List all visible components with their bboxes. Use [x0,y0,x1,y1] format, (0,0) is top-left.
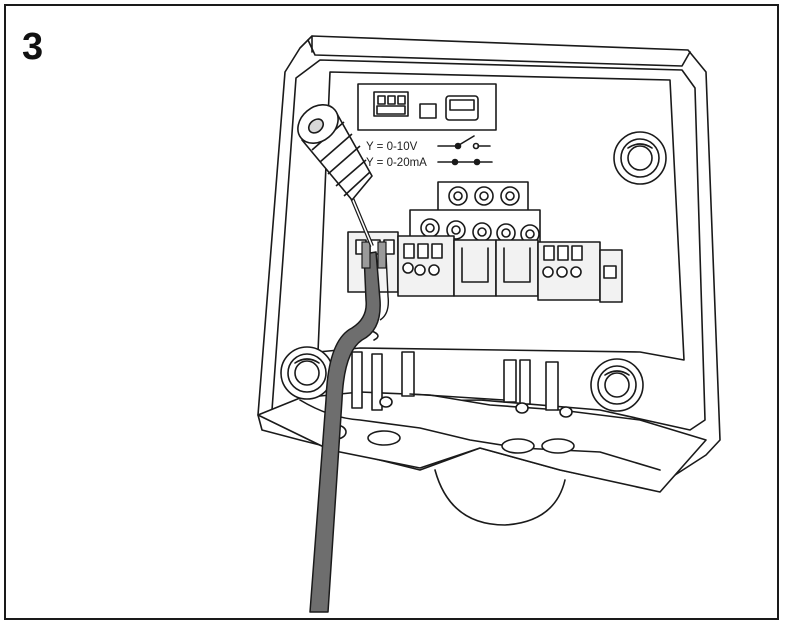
cable [309,241,390,613]
terminal-clamps [355,239,617,283]
screw-cap [379,396,393,408]
label-current: Y = 0-20mA [366,157,427,169]
switch-open-symbol [437,135,491,150]
switch-closed-symbol [437,158,493,166]
small-jumper [419,103,437,119]
screw-cap [515,402,529,414]
rear-housing [434,469,566,526]
oval-opening [541,438,575,454]
housing-ribs [351,351,559,411]
cable-gland-bottom-right [590,358,644,412]
label-voltage: Y = 0-10V [366,141,418,153]
screw-cap [559,406,573,418]
cable-gland-bottom-left [280,346,334,400]
screwdriver [297,103,374,247]
cable-gland-top-right [613,131,667,185]
oval-opening [367,430,401,446]
step-number: 3 [22,26,44,68]
oval-opening [501,438,535,454]
